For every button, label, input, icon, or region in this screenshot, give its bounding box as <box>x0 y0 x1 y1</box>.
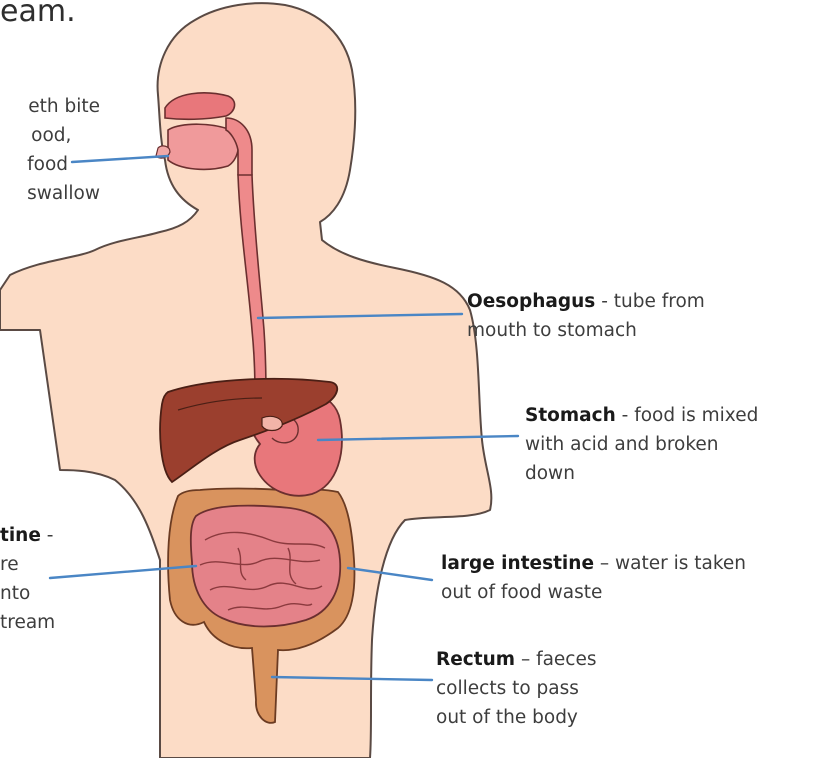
label-small-intestine-desc-1: - <box>41 525 54 546</box>
label-large-intestine-desc-2: out of food waste <box>441 578 746 607</box>
label-mouth: eth bite ood, food swallow <box>13 92 100 208</box>
label-stomach-desc-2: with acid and broken <box>525 430 758 459</box>
label-mouth-line-4: swallow <box>13 179 100 208</box>
label-mouth-line-3: food <box>13 150 100 179</box>
gallbladder <box>262 416 282 430</box>
label-stomach-desc-3: down <box>525 459 758 488</box>
label-rectum: Rectum – faeces collects to pass out of … <box>436 645 597 732</box>
label-oesophagus-desc-2: mouth to stomach <box>467 316 705 345</box>
label-large-intestine-desc-1: – water is taken <box>594 553 746 574</box>
label-oesophagus-name: Oesophagus <box>467 291 595 312</box>
label-large-intestine-name: large intestine <box>441 553 594 574</box>
label-small-intestine-name: tine <box>0 525 41 546</box>
label-rectum-desc-2: collects to pass <box>436 674 597 703</box>
heading-fragment: eam. <box>0 0 76 29</box>
label-small-intestine: tine - re nto tream <box>0 521 55 637</box>
label-small-intestine-desc-4: tream <box>0 608 55 637</box>
label-mouth-line-2: ood, <box>13 121 100 150</box>
label-stomach: Stomach - food is mixed with acid and br… <box>525 401 758 488</box>
label-small-intestine-desc-2: re <box>0 550 55 579</box>
label-oesophagus: Oesophagus - tube from mouth to stomach <box>467 287 705 345</box>
label-oesophagus-desc-1: - tube from <box>595 291 704 312</box>
label-rectum-name: Rectum <box>436 649 515 670</box>
label-rectum-desc-3: out of the body <box>436 703 597 732</box>
label-large-intestine: large intestine – water is taken out of … <box>441 549 746 607</box>
label-stomach-desc-1: - food is mixed <box>616 405 759 426</box>
label-mouth-line-1: eth bite <box>13 92 100 121</box>
label-small-intestine-desc-3: nto <box>0 579 55 608</box>
label-rectum-desc-1: – faeces <box>515 649 596 670</box>
label-stomach-name: Stomach <box>525 405 616 426</box>
